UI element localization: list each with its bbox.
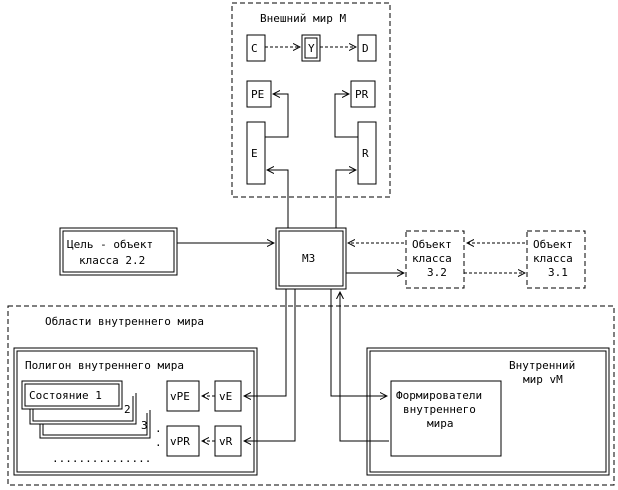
- box-pe: [246, 80, 272, 108]
- polygon-title: Полигон внутреннего мира: [25, 359, 184, 372]
- inner-world-line1: Внутренний: [509, 359, 575, 372]
- obj31-line3: 3.1: [548, 266, 568, 279]
- box-e: [246, 121, 266, 185]
- inner-areas-title: Области внутреннего мира: [45, 315, 204, 328]
- formers-line3: мира: [427, 417, 454, 430]
- state1-label: Состояние 1: [29, 389, 102, 402]
- dot-2: .: [155, 436, 162, 449]
- state2-number: 2: [124, 403, 131, 416]
- state1-box-inner: [24, 383, 120, 407]
- label-pr: PR: [355, 88, 369, 101]
- inner-world-line2: мир vM: [523, 373, 563, 386]
- box-ve: [214, 380, 242, 412]
- formers-line1: Формирователи: [396, 389, 482, 402]
- formers-line2: внутреннего: [403, 403, 476, 416]
- ellipsis: ...............: [52, 452, 151, 465]
- outer-world-group: Внешний мир M C Y D PE PR E R: [231, 2, 391, 198]
- label-vpr: vPR: [170, 435, 190, 448]
- state3-number: 3: [141, 419, 148, 432]
- obj31-line2: класса: [533, 252, 573, 265]
- label-r: R: [362, 147, 369, 160]
- state2-outline: [29, 393, 137, 425]
- label-pe: PE: [251, 88, 264, 101]
- label-d: D: [362, 42, 369, 55]
- obj31-line1: Объект: [533, 238, 573, 251]
- obj32-line1: Объект: [412, 238, 452, 251]
- obj32-box: [405, 230, 465, 289]
- mz-box-inner: [278, 230, 344, 287]
- label-e: E: [251, 147, 258, 160]
- state2-outline-inner: [32, 396, 134, 422]
- mz-label: МЗ: [302, 252, 315, 265]
- box-vpr: [166, 425, 200, 457]
- arrow-r-pr: [334, 94, 358, 138]
- arrow-mz-r: [335, 170, 356, 228]
- obj32-line3: 3.2: [427, 266, 447, 279]
- label-vr: vR: [219, 435, 233, 448]
- goal-box-inner: [62, 230, 175, 273]
- outer-world-title: Внешний мир M: [260, 12, 346, 25]
- label-y: Y: [308, 42, 315, 55]
- state3-outline-inner: [42, 413, 148, 436]
- dot-1: .: [155, 422, 162, 435]
- arrow-mz-formers: [330, 289, 387, 396]
- obj31-box: [526, 230, 586, 289]
- box-pr: [350, 80, 376, 108]
- arrow-mz-vr: [244, 289, 296, 441]
- box-y-inner: [304, 37, 318, 59]
- arrow-mz-ve: [244, 289, 287, 396]
- goal-line1: Цель - объект: [67, 238, 153, 251]
- label-c: C: [251, 42, 258, 55]
- arrow-mz-e: [267, 170, 289, 228]
- formers-box: [390, 380, 502, 457]
- label-ve: vE: [219, 390, 232, 403]
- goal-line2: класса 2.2: [79, 254, 145, 267]
- box-d: [357, 34, 377, 62]
- arrow-e-pe: [265, 94, 289, 138]
- inner-areas-frame: [7, 305, 615, 486]
- state3-outline: [39, 410, 151, 439]
- box-vr: [214, 425, 242, 457]
- box-c: [246, 34, 266, 62]
- box-r: [357, 121, 377, 185]
- label-vpe: vPE: [170, 390, 190, 403]
- box-vpe: [166, 380, 200, 412]
- arrow-formers-mz: [340, 292, 389, 442]
- obj32-line2: класса: [412, 252, 452, 265]
